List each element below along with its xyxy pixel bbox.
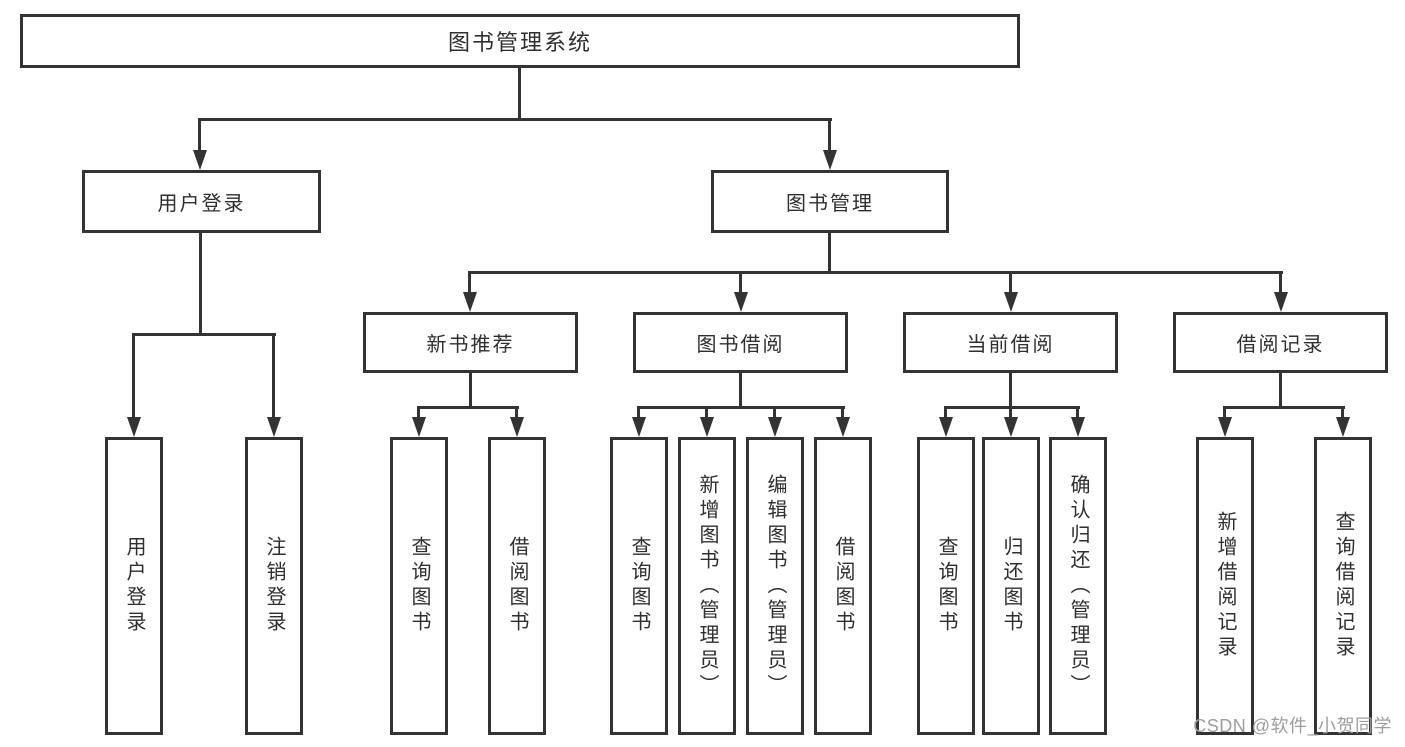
leaf-query-books-current: 查询图书: [917, 437, 975, 735]
leaf-query-books-recommend: 查询图书: [390, 437, 448, 735]
line-v: [1341, 406, 1344, 418]
arrow-down-icon: [463, 292, 477, 312]
line-v: [469, 373, 472, 409]
leaf-add-borrow-record: 新增借阅记录: [1196, 437, 1254, 735]
line-v: [944, 406, 947, 418]
line-v: [1009, 373, 1012, 409]
line-v: [515, 406, 518, 418]
leaf-user-login: 用户登录: [105, 437, 163, 735]
leaf-borrow-books-borrowing: 借阅图书: [814, 437, 872, 735]
arrow-down-icon: [823, 150, 837, 170]
line-v: [1279, 373, 1282, 409]
arrow-down-icon: [836, 417, 850, 437]
line-h: [417, 406, 519, 409]
line-v: [739, 271, 742, 293]
arrow-down-icon: [1218, 417, 1232, 437]
line-h: [944, 406, 1080, 409]
line-v: [841, 406, 844, 418]
node-current-borrowing: 当前借阅: [903, 312, 1118, 373]
arrow-down-icon: [1004, 292, 1018, 312]
leaf-logout: 注销登录: [245, 437, 303, 735]
line-v: [199, 233, 202, 336]
arrow-down-icon: [1004, 417, 1018, 437]
leaf-borrow-books-recommend: 借阅图书: [488, 437, 546, 735]
arrow-down-icon: [1274, 292, 1288, 312]
arrow-down-icon: [127, 417, 141, 437]
line-v: [739, 373, 742, 409]
watermark: CSDN @软件_小贺同学: [1193, 716, 1392, 736]
line-v: [198, 118, 201, 151]
line-v: [417, 406, 420, 418]
leaf-add-book-admin: 新增图书（管理员）: [678, 437, 736, 735]
line-v: [468, 271, 471, 293]
node-user-login: 用户登录: [82, 170, 321, 233]
line-v: [1223, 406, 1226, 418]
line-v: [1009, 406, 1012, 418]
line-v: [1279, 271, 1282, 293]
node-new-book-recommend: 新书推荐: [363, 312, 578, 373]
line-h: [637, 406, 845, 409]
line-h: [468, 271, 1283, 274]
arrow-down-icon: [1336, 417, 1350, 437]
line-v: [705, 406, 708, 418]
arrow-down-icon: [632, 417, 646, 437]
node-book-borrowing: 图书借阅: [633, 312, 848, 373]
arrow-down-icon: [510, 417, 524, 437]
leaf-confirm-return-admin: 确认归还（管理员）: [1049, 437, 1107, 735]
arrow-down-icon: [193, 150, 207, 170]
line-v: [637, 406, 640, 418]
line-v: [132, 333, 135, 418]
line-v: [1076, 406, 1079, 418]
arrow-down-icon: [734, 292, 748, 312]
leaf-edit-book-admin: 编辑图书（管理员）: [746, 437, 804, 735]
arrow-down-icon: [768, 417, 782, 437]
line-v: [272, 333, 275, 418]
arrow-down-icon: [939, 417, 953, 437]
arrow-down-icon: [700, 417, 714, 437]
line-v: [1009, 271, 1012, 293]
line-v: [773, 406, 776, 418]
line-h: [1223, 406, 1345, 409]
arrow-down-icon: [412, 417, 426, 437]
arrow-down-icon: [1071, 417, 1085, 437]
line-v: [828, 118, 831, 151]
leaf-query-books-borrowing: 查询图书: [610, 437, 668, 735]
node-borrowing-records: 借阅记录: [1173, 312, 1388, 373]
leaf-return-book: 归还图书: [982, 437, 1040, 735]
line-v: [828, 233, 831, 274]
arrow-down-icon: [267, 417, 281, 437]
leaf-query-borrow-record: 查询借阅记录: [1314, 437, 1372, 735]
line-v: [518, 68, 521, 120]
line-h: [198, 118, 832, 121]
node-library-system: 图书管理系统: [20, 14, 1020, 68]
node-book-management: 图书管理: [711, 170, 949, 233]
line-h: [132, 333, 276, 336]
